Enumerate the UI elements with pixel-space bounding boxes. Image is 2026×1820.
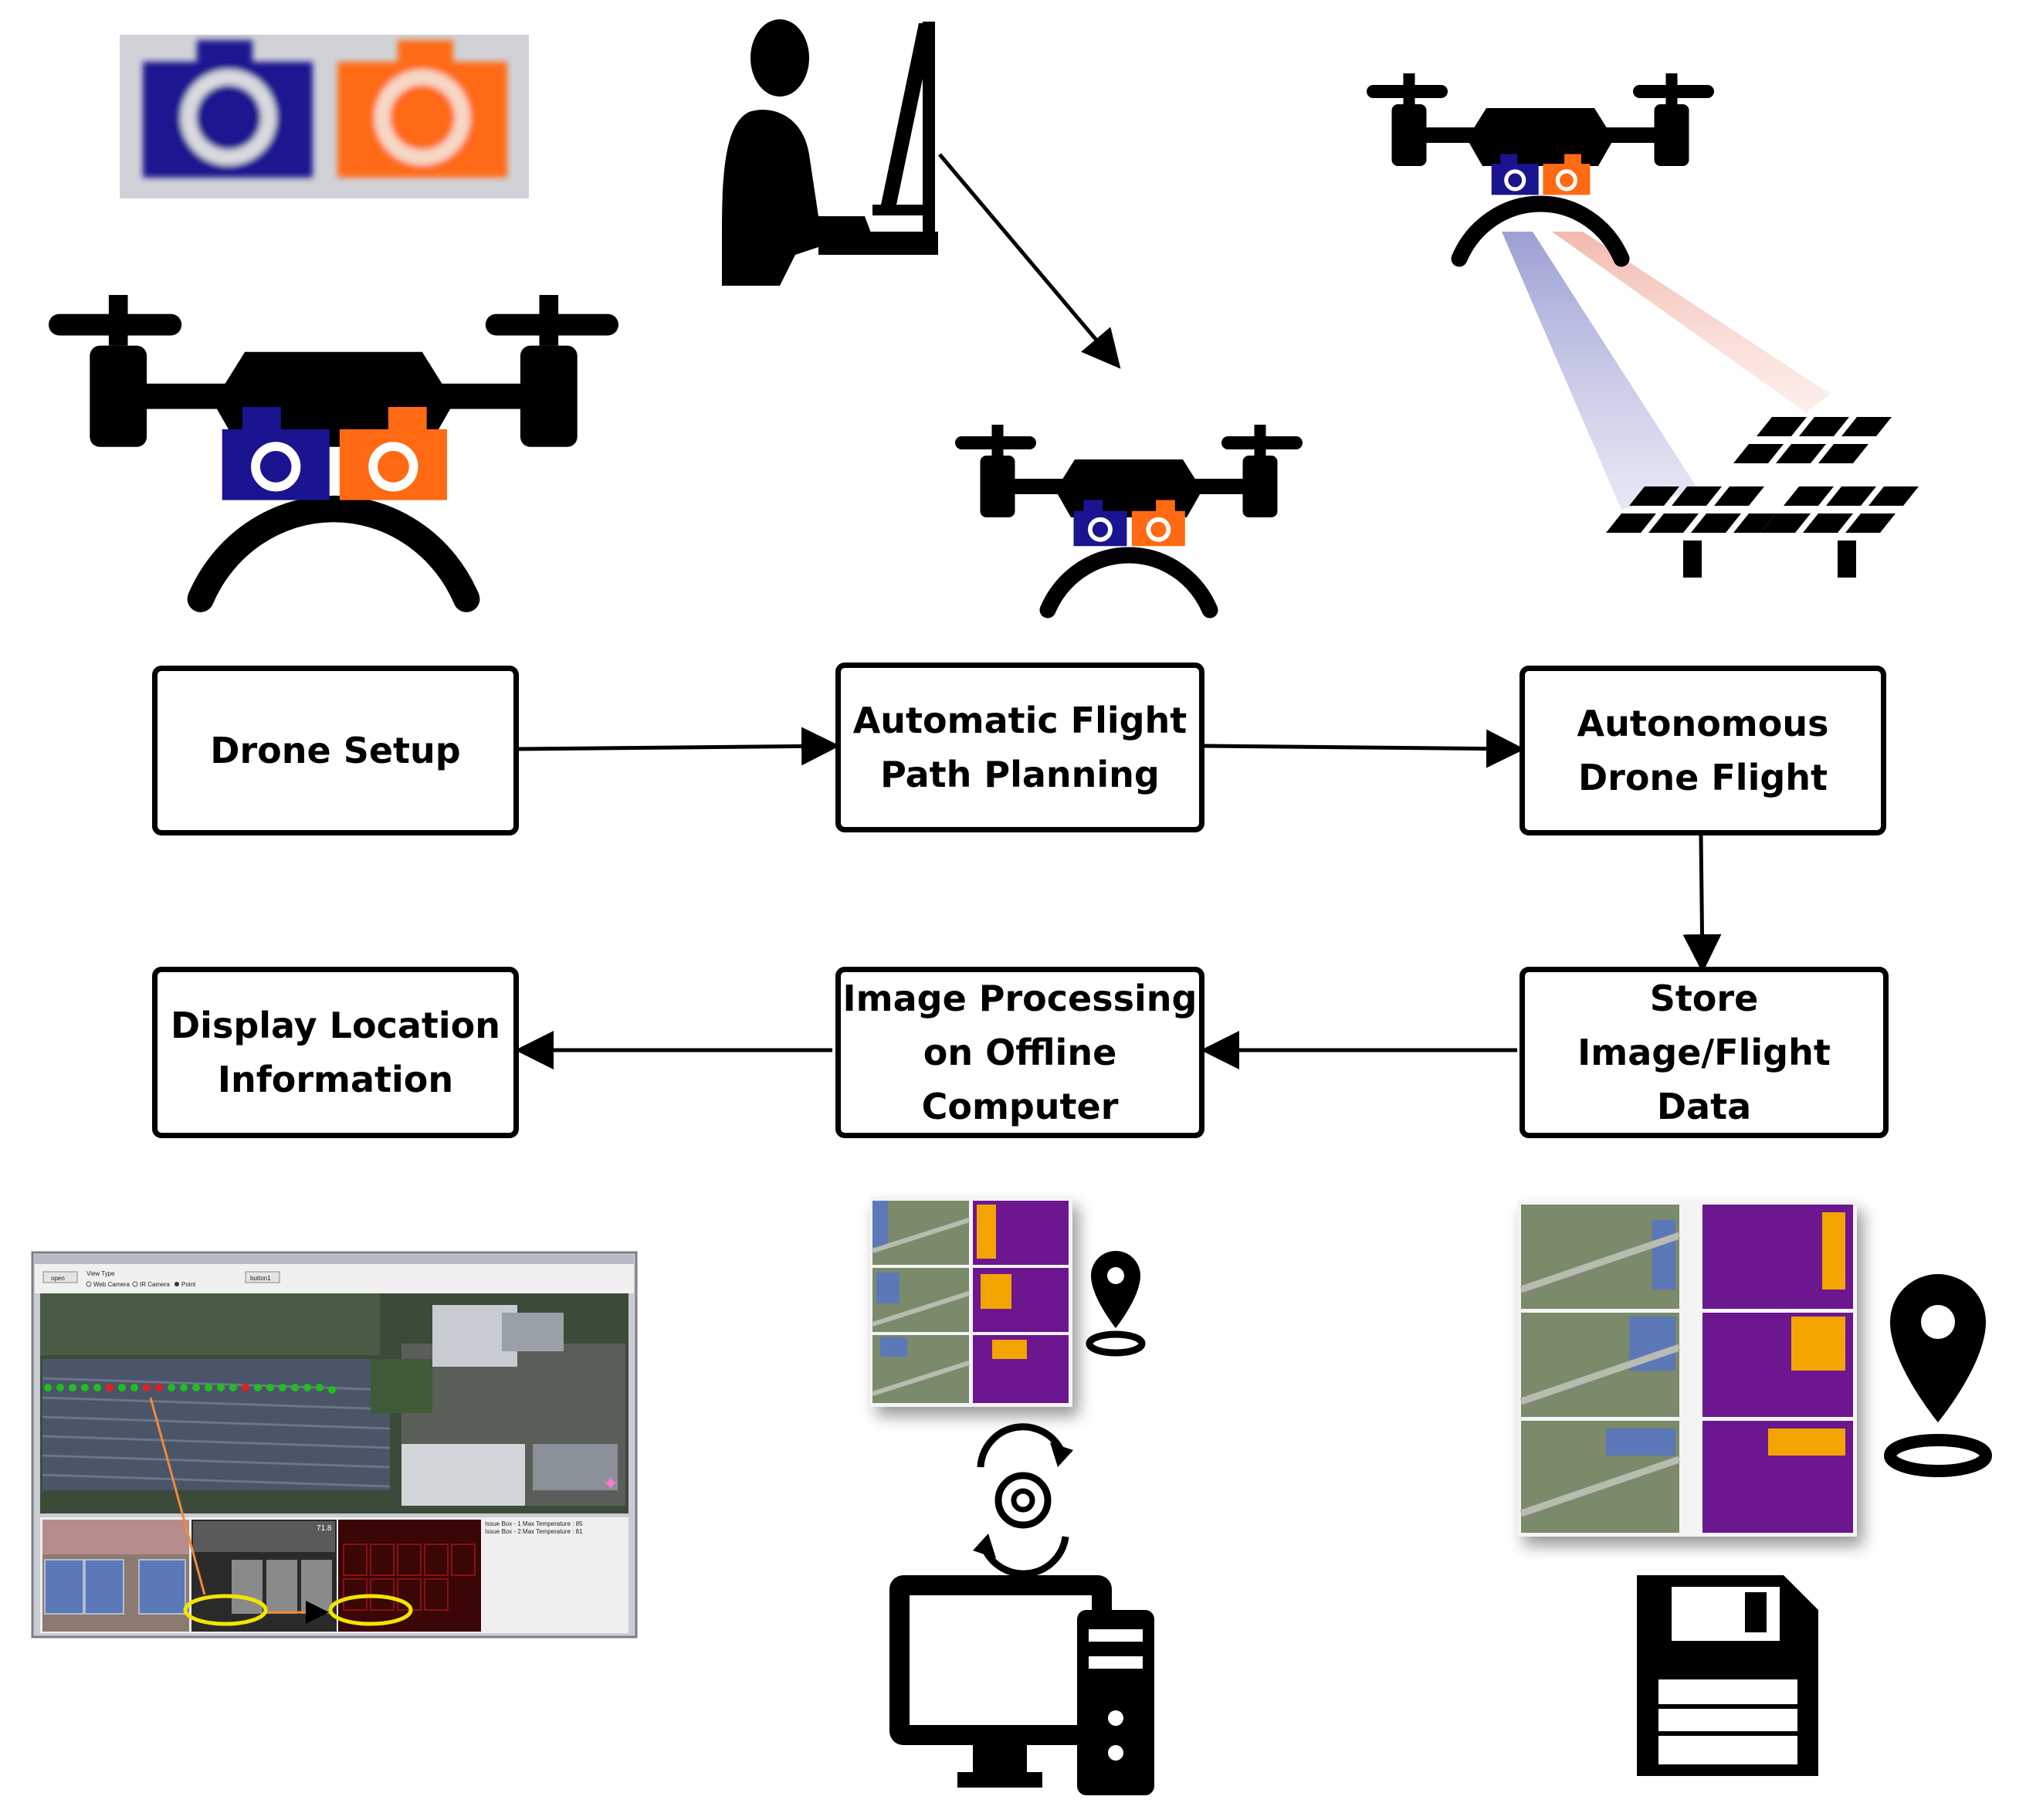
highlight-ellipse-1 — [183, 1594, 268, 1626]
node-store-data-label: Store Image/Flight Data — [1577, 978, 1831, 1127]
processing-image-grid — [870, 1197, 1072, 1407]
node-image-processing: Image Processing on Offline Computer — [835, 967, 1204, 1138]
large-drone-icon — [49, 295, 618, 599]
radio-web-camera-label: Web Camera — [93, 1281, 130, 1288]
radio-point[interactable] — [174, 1282, 179, 1286]
link-arrow-1 — [149, 1397, 206, 1595]
node-display-location-label: Display Location Information — [171, 1005, 500, 1100]
issue-line-1: Issue Box - 1 Max Temperature : 85 — [485, 1520, 583, 1527]
node-flight-planning-label: Automatic Flight Path Planning — [852, 700, 1187, 795]
temp-value: 71.8 — [317, 1524, 332, 1533]
node-store-data: Store Image/Flight Data — [1520, 967, 1889, 1138]
software-screenshot: open View Type Web Camera IR Camera Poin… — [31, 1251, 638, 1639]
button1[interactable] — [245, 1271, 280, 1283]
solar-panel-array-icon — [1606, 417, 1919, 578]
radio-point-label: Point — [181, 1281, 196, 1288]
node-image-processing-label: Image Processing on Offline Computer — [842, 978, 1198, 1127]
stored-image-grid — [1517, 1201, 1857, 1537]
node-flight-planning: Automatic Flight Path Planning — [835, 663, 1204, 832]
edge-autonomous-flight-to-store-data — [1682, 835, 1722, 973]
highlight-ellipse-2 — [328, 1594, 413, 1626]
radio-web-camera[interactable] — [86, 1281, 92, 1287]
node-drone-setup-label: Drone Setup — [210, 730, 461, 771]
cursor-icon: ✦ — [602, 1473, 619, 1496]
radio-ir-camera-label: IR Camera — [140, 1281, 170, 1288]
view-type-label: View Type — [86, 1270, 115, 1277]
button1-label: button1 — [250, 1275, 271, 1282]
issue-line-2: Issue Box - 2 Max Temperature : 81 — [485, 1528, 583, 1535]
node-autonomous-flight-label: Autonomous Drone Flight — [1577, 703, 1829, 798]
node-display-location: Display Location Information — [152, 967, 519, 1138]
planning-drone-icon — [955, 425, 1303, 610]
open-button-label: open — [51, 1275, 65, 1282]
edge-drone-setup-to-flight-planning — [518, 727, 840, 766]
desktop-computer-icon — [889, 1575, 1154, 1795]
operator-icon — [722, 19, 938, 286]
open-button[interactable] — [42, 1271, 78, 1283]
node-drone-setup: Drone Setup — [152, 666, 519, 835]
node-autonomous-flight: Autonomous Drone Flight — [1520, 666, 1886, 835]
location-pin-icon — [1086, 1251, 1146, 1357]
marker-row — [44, 1384, 336, 1394]
planning-arrow — [938, 153, 1121, 369]
floppy-disk-icon — [1637, 1575, 1818, 1776]
inspection-drone-icon — [1367, 73, 1830, 510]
radio-ir-camera[interactable] — [132, 1281, 138, 1287]
edge-flight-planning-to-autonomous-flight — [1204, 729, 1525, 768]
camera-legend-icon — [120, 35, 529, 198]
flow-arrows — [515, 727, 1722, 1069]
processing-gear-icon — [973, 1423, 1073, 1578]
large-location-pin-icon — [1884, 1274, 1992, 1477]
